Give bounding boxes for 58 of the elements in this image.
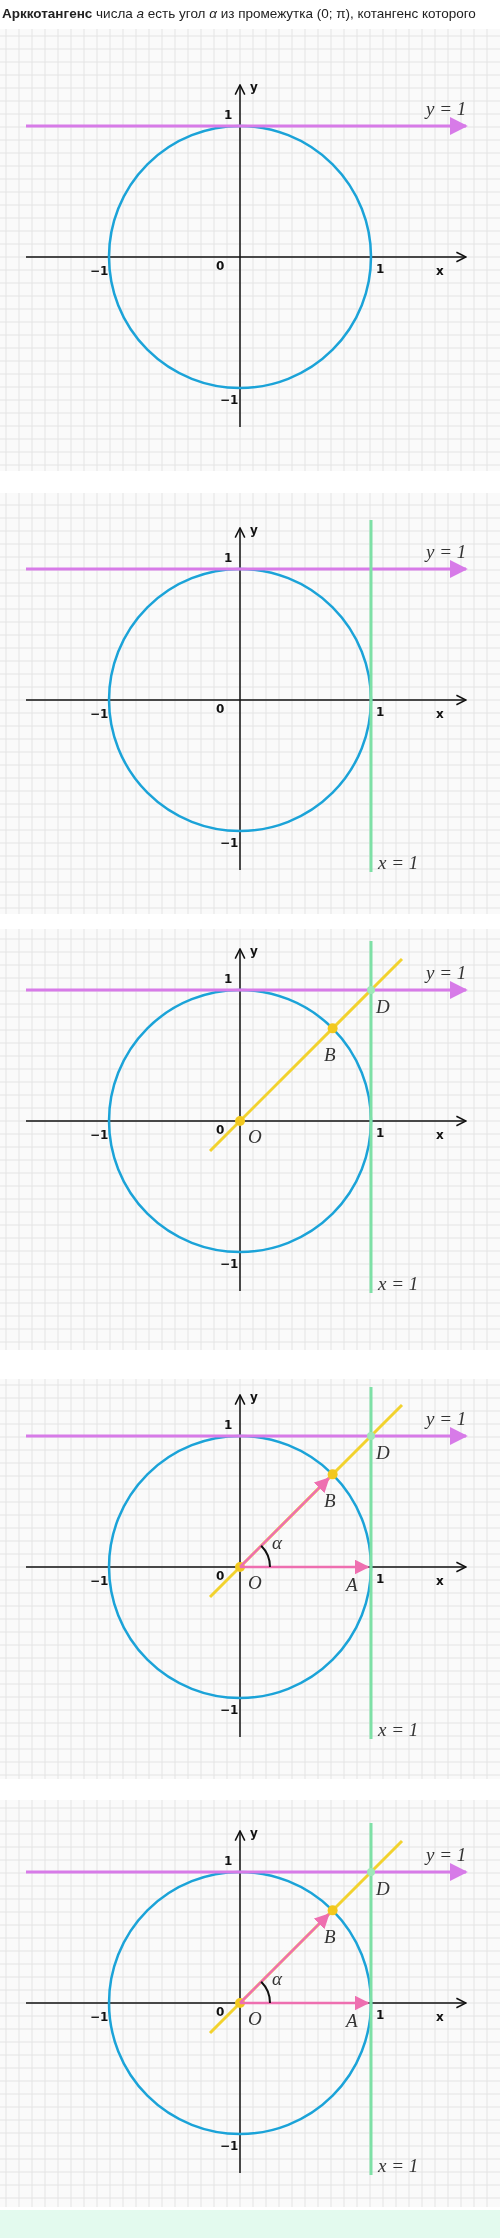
angle-label: α xyxy=(272,1969,282,1988)
point-label: B xyxy=(324,1045,336,1064)
point-label: B xyxy=(324,1927,336,1946)
tick-label: −1 xyxy=(220,1258,239,1270)
point-label: O xyxy=(248,1573,262,1592)
tick-label: −1 xyxy=(220,837,239,849)
tick-label: 0 xyxy=(216,260,225,272)
tick-label: 0 xyxy=(216,703,225,715)
tick-label: 1 xyxy=(224,1419,233,1431)
tick-label: −1 xyxy=(90,708,109,720)
point-label: O xyxy=(248,1127,262,1146)
point-label: B xyxy=(324,1491,336,1510)
line-label: x = 1 xyxy=(378,2156,419,2175)
point-label: A xyxy=(346,2011,358,2030)
angle-label: α xyxy=(272,1533,282,1552)
heading: Арккотангенс числа a есть угол α из промежутка (0; π), котангенс которого xyxy=(2,6,476,21)
tick-label: 1 xyxy=(224,552,233,564)
axis-label: x xyxy=(436,1575,444,1587)
point-label: D xyxy=(376,997,390,1016)
axis-label: y xyxy=(250,524,258,536)
tick-label: −1 xyxy=(220,394,239,406)
line-label: x = 1 xyxy=(378,853,419,872)
tick-label: −1 xyxy=(90,1129,109,1141)
tick-label: 1 xyxy=(376,2009,385,2021)
point-label: O xyxy=(248,2009,262,2028)
axis-label: x xyxy=(436,1129,444,1141)
point-label: D xyxy=(376,1879,390,1898)
line-label: y = 1 xyxy=(426,1409,467,1428)
line-label: x = 1 xyxy=(378,1720,419,1739)
tick-label: −1 xyxy=(90,265,109,277)
tick-label: 1 xyxy=(376,706,385,718)
tick-label: −1 xyxy=(220,1704,239,1716)
line-label: x = 1 xyxy=(378,1274,419,1293)
axis-label: y xyxy=(250,1391,258,1403)
point-label: D xyxy=(376,1443,390,1462)
tick-label: 1 xyxy=(376,1573,385,1585)
tick-label: 0 xyxy=(216,2006,225,2018)
line-label: y = 1 xyxy=(426,1845,467,1864)
axis-label: y xyxy=(250,81,258,93)
tick-label: −1 xyxy=(90,1575,109,1587)
point-label: A xyxy=(346,1575,358,1594)
tick-label: 1 xyxy=(224,973,233,985)
axis-label: x xyxy=(436,2011,444,2023)
line-label: y = 1 xyxy=(426,542,467,561)
tick-label: −1 xyxy=(220,2140,239,2152)
axis-label: x xyxy=(436,265,444,277)
axis-label: y xyxy=(250,1827,258,1839)
axis-label: x xyxy=(436,708,444,720)
line-label: y = 1 xyxy=(426,99,467,118)
tick-label: 1 xyxy=(224,1855,233,1867)
tick-label: −1 xyxy=(90,2011,109,2023)
tick-label: 1 xyxy=(376,263,385,275)
axis-label: y xyxy=(250,945,258,957)
tick-label: 1 xyxy=(224,109,233,121)
line-label: y = 1 xyxy=(426,963,467,982)
tick-label: 0 xyxy=(216,1570,225,1582)
tick-label: 1 xyxy=(376,1127,385,1139)
tick-label: 0 xyxy=(216,1124,225,1136)
